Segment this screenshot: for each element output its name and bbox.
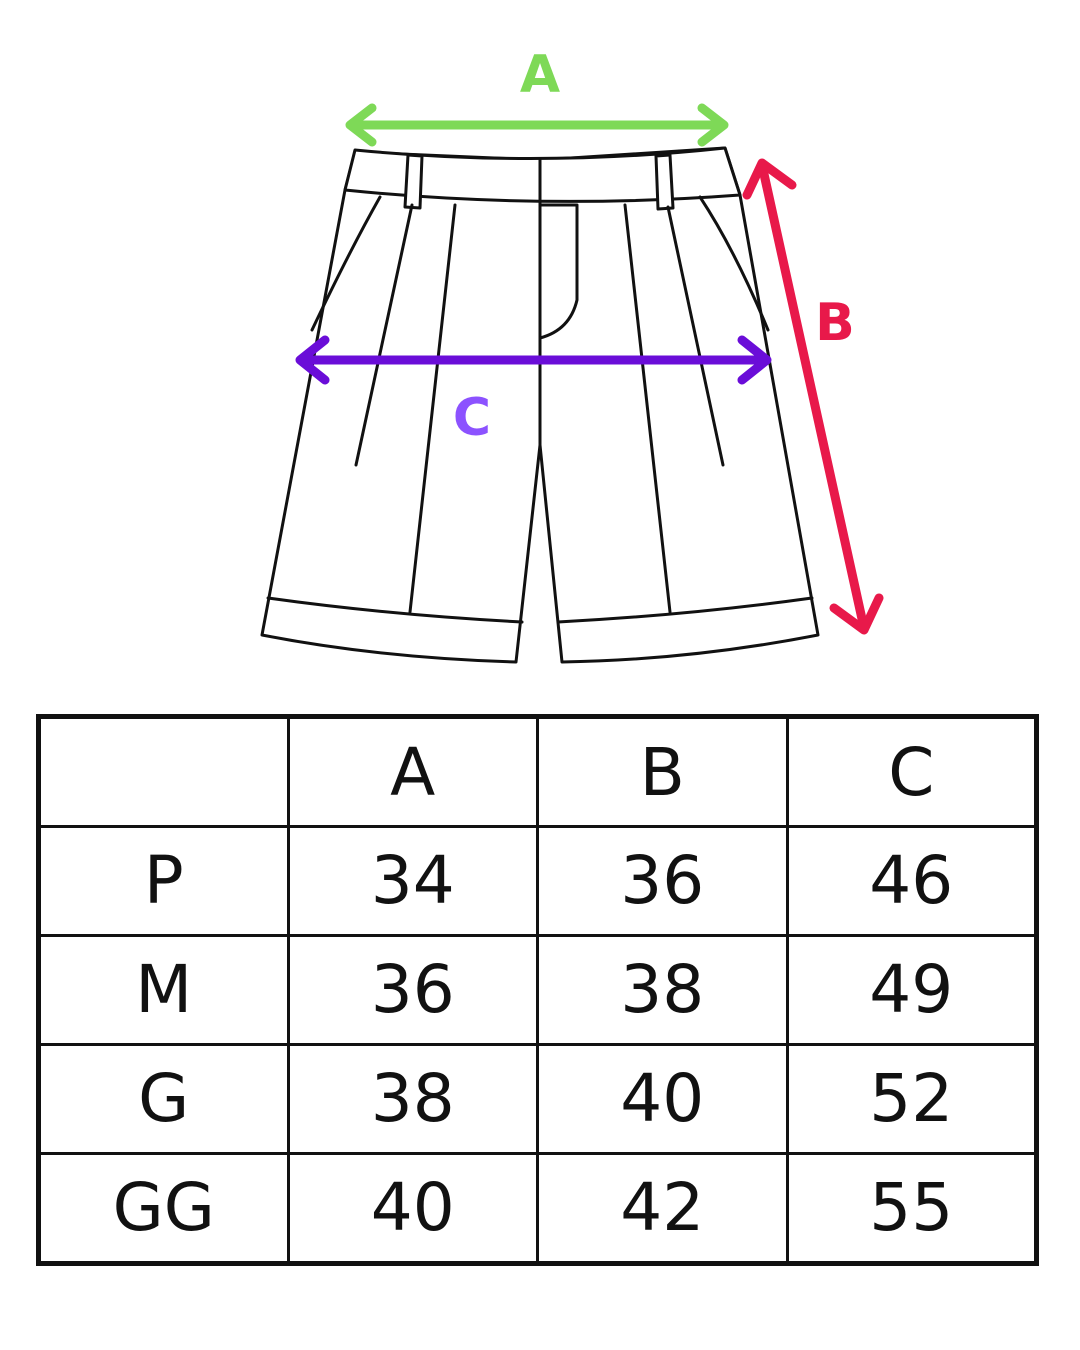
measure-a-label: A bbox=[520, 45, 560, 105]
left-belt-loop bbox=[403, 153, 424, 210]
size-label-cell: GG bbox=[37, 1151, 290, 1266]
left-pleat-1 bbox=[354, 203, 414, 467]
shorts-diagram: A B C bbox=[260, 45, 884, 664]
fly-stitch bbox=[538, 203, 579, 340]
measurement-cell: 36 bbox=[286, 933, 539, 1046]
measure-b-arrow bbox=[742, 158, 884, 635]
measure-a-arrow bbox=[345, 103, 729, 147]
measurement-cell: 38 bbox=[536, 933, 789, 1046]
measurement-cell: 52 bbox=[785, 1042, 1038, 1155]
measurement-cell: 34 bbox=[286, 825, 539, 937]
measurement-cell: 55 bbox=[785, 1151, 1038, 1266]
table-header-cell bbox=[37, 715, 290, 828]
right-cuff bbox=[556, 596, 814, 624]
size-label-cell: M bbox=[37, 933, 290, 1046]
measurement-cell: 49 bbox=[785, 933, 1038, 1046]
size-label-cell: G bbox=[37, 1042, 290, 1155]
table-header-cell: B bbox=[536, 715, 789, 828]
measurement-cell: 42 bbox=[536, 1151, 789, 1266]
measure-b-label: B bbox=[815, 293, 855, 353]
shorts-illustration bbox=[260, 146, 820, 664]
measurement-cell: 36 bbox=[536, 825, 789, 937]
right-pleat-2 bbox=[623, 203, 672, 614]
left-leg bbox=[260, 150, 542, 664]
table-header-cell: C bbox=[785, 715, 1038, 828]
left-cuff bbox=[266, 596, 524, 624]
right-pleat-1 bbox=[666, 205, 725, 467]
measurement-cell: 40 bbox=[286, 1151, 539, 1266]
waistband bbox=[343, 146, 742, 203]
left-pleat-2 bbox=[408, 203, 457, 614]
measurement-cell: 46 bbox=[785, 825, 1038, 937]
right-pocket bbox=[698, 195, 770, 332]
measurement-cell: 40 bbox=[536, 1042, 789, 1155]
measure-c-arrow bbox=[295, 335, 772, 385]
right-leg bbox=[538, 146, 820, 664]
measure-c-label: C bbox=[453, 388, 491, 448]
size-label-cell: P bbox=[37, 825, 290, 937]
left-pocket bbox=[310, 195, 382, 332]
right-belt-loop bbox=[654, 153, 675, 211]
table-header-cell: A bbox=[286, 715, 539, 828]
measurement-cell: 38 bbox=[286, 1042, 539, 1155]
